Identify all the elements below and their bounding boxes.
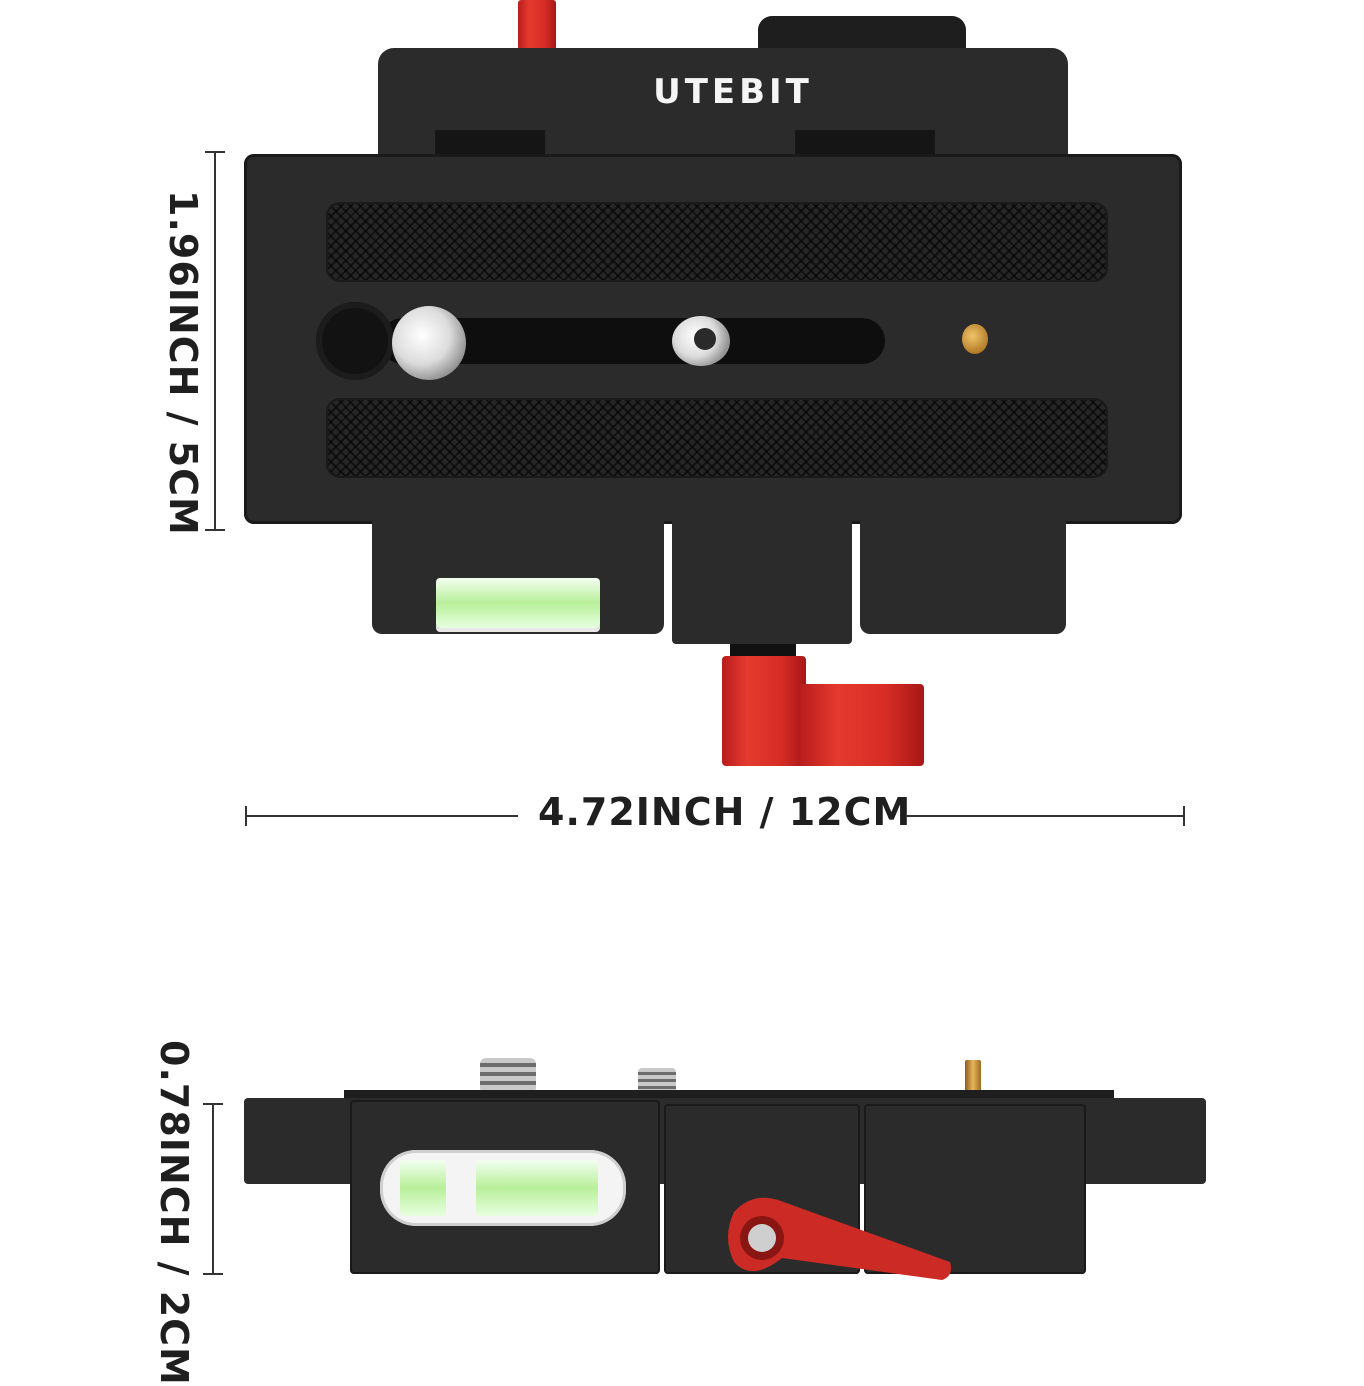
dim-line-width-left bbox=[246, 815, 518, 817]
quarter-inch-screw bbox=[392, 306, 466, 380]
dim-tick bbox=[1183, 806, 1185, 826]
three-eighths-screw-side bbox=[638, 1068, 676, 1094]
knurled-grip-lower bbox=[326, 398, 1108, 478]
lower-clamp-center bbox=[672, 518, 852, 644]
red-locking-pin bbox=[518, 0, 556, 50]
width-dimension-label: 4.72INCH / 12CM bbox=[538, 790, 912, 834]
brass-locator-pin bbox=[962, 324, 988, 354]
bubble-vial-small bbox=[400, 1160, 446, 1216]
bubble-level bbox=[436, 578, 600, 628]
dim-tick bbox=[203, 1273, 223, 1275]
side-top-plate bbox=[344, 1090, 1114, 1100]
lever-shaft bbox=[730, 644, 796, 656]
red-lock-lever bbox=[722, 656, 806, 766]
screw-hole bbox=[694, 328, 716, 350]
side-view-product bbox=[240, 1050, 1210, 1300]
red-lever-shape-icon bbox=[728, 1197, 951, 1280]
height-dimension-label: 1.96INCH / 5CM bbox=[161, 190, 205, 536]
bubble-vial-large bbox=[476, 1160, 598, 1216]
dim-line-thickness bbox=[212, 1104, 214, 1274]
brass-pin-side bbox=[965, 1060, 981, 1094]
dim-line-height bbox=[214, 152, 216, 530]
lower-clamp-right bbox=[860, 518, 1066, 634]
thickness-dimension-label: 0.78INCH / 2CM bbox=[152, 1040, 196, 1386]
top-view-product: UTEBIT bbox=[240, 0, 1200, 770]
red-lock-lever-arm bbox=[800, 684, 924, 766]
brand-logo: UTEBIT bbox=[653, 72, 813, 112]
quarter-inch-screw-side bbox=[480, 1058, 536, 1094]
slot-end-hole bbox=[316, 302, 394, 380]
knurled-grip-upper bbox=[326, 202, 1108, 282]
dim-tick bbox=[205, 529, 225, 531]
dim-line-width-right bbox=[906, 815, 1184, 817]
red-lever-side bbox=[722, 1192, 952, 1282]
